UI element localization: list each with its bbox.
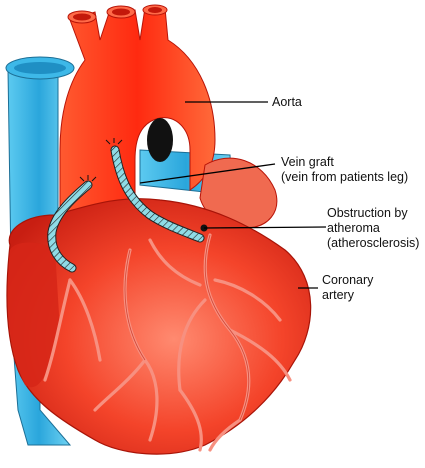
aorta bbox=[59, 4, 216, 241]
aorta-label-text: Aorta bbox=[272, 95, 302, 109]
vein-graft-label-line2: (vein from patients leg) bbox=[281, 170, 409, 184]
coronary-artery-label-line1: Coronary bbox=[322, 273, 374, 287]
obstruction-label-line1: Obstruction by bbox=[327, 206, 408, 220]
obstruction-label: Obstruction by atheroma (atherosclerosis… bbox=[327, 206, 419, 251]
heart-body bbox=[6, 198, 312, 455]
coronary-artery-label-line2: artery bbox=[322, 288, 354, 302]
vein-graft-label: Vein graft (vein from patients leg) bbox=[281, 155, 408, 185]
leader-lines bbox=[139, 101, 327, 289]
right-atrium bbox=[7, 242, 60, 388]
coronary-artery-label: Coronary artery bbox=[322, 273, 373, 303]
obstruction-label-line3: (atherosclerosis) bbox=[327, 236, 420, 250]
vein-graft bbox=[47, 138, 205, 273]
vein-graft-label-line1: Vein graft bbox=[281, 155, 334, 169]
aorta-label: Aorta bbox=[272, 95, 302, 110]
obstruction-label-line2: atheroma bbox=[327, 221, 380, 235]
